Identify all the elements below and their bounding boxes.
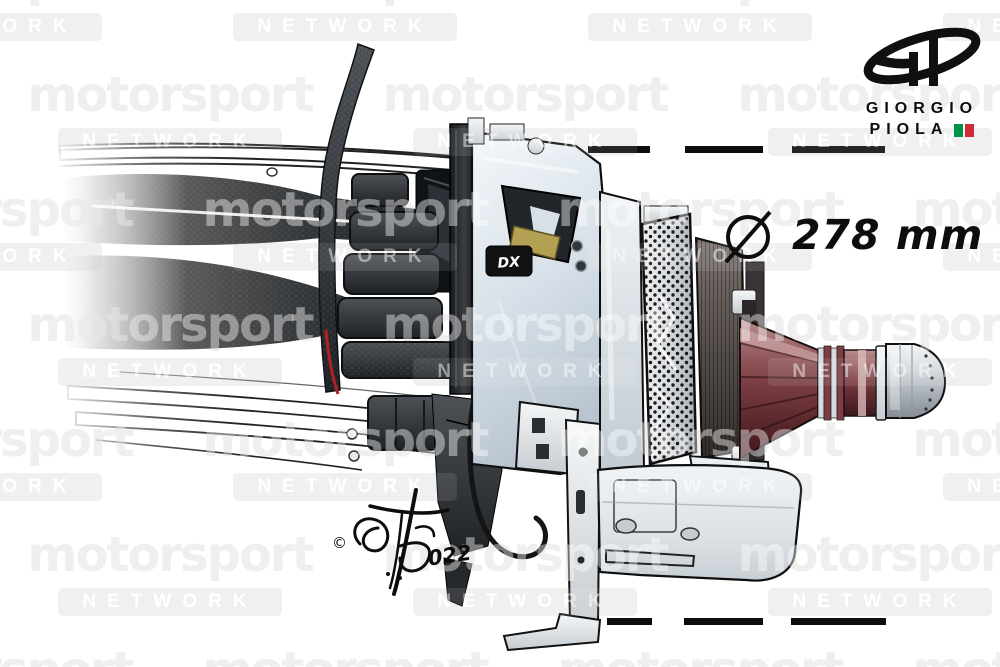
dashed-frame-bottom xyxy=(607,618,886,625)
dx-label: DX xyxy=(497,254,522,272)
flag-red xyxy=(965,123,975,137)
signature-year: 022 xyxy=(426,541,473,571)
logo-name-line2: PIOLA xyxy=(869,121,949,138)
damper-element xyxy=(509,225,561,260)
diameter-value: 278 mm xyxy=(792,211,984,259)
italy-flag-icon xyxy=(954,123,975,137)
brake-duct xyxy=(596,464,803,582)
turning-vane xyxy=(318,42,375,395)
dx-label-box xyxy=(485,245,533,277)
diameter-annotation: 278 mm xyxy=(716,202,983,268)
artist-signature: © 022 xyxy=(332,488,473,596)
flag-green xyxy=(954,123,964,137)
gp-monogram-icon xyxy=(863,27,981,86)
wheel-nut xyxy=(739,300,947,460)
lower-brackets xyxy=(502,400,602,652)
brake-disc xyxy=(640,205,698,466)
signature-copyright: © xyxy=(332,534,347,552)
giorgio-piola-logo: GIORGIO PIOLA xyxy=(842,16,996,139)
diameter-symbol-icon xyxy=(724,210,772,264)
dashed-frame-top xyxy=(588,146,885,153)
brake-upright: DX xyxy=(467,117,646,476)
logo-name-line1: GIORGIO xyxy=(865,100,979,117)
